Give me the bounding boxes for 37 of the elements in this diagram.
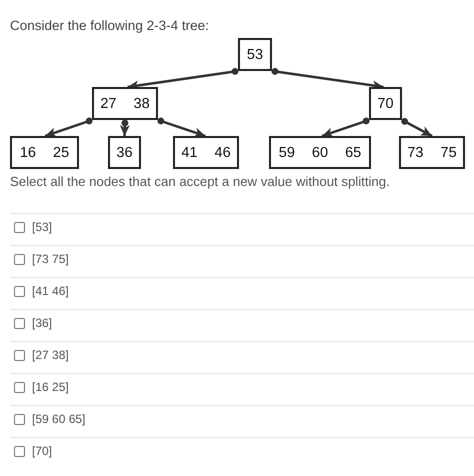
option-label: [53]	[32, 220, 52, 234]
option-label: [27 38]	[32, 348, 69, 362]
option-label: [41 46]	[32, 284, 69, 298]
option-label: [36]	[32, 316, 52, 330]
tree-node-box	[369, 87, 402, 120]
key-value: 59	[278, 144, 295, 160]
tree-node-box	[108, 136, 141, 169]
tree-node-box	[173, 136, 239, 169]
arrow	[401, 118, 433, 138]
tree-node-box	[238, 38, 272, 71]
tree-node-box	[399, 136, 465, 169]
key-value: 60	[312, 144, 328, 160]
option-label: [16 25]	[32, 380, 69, 394]
option-label: [70]	[32, 444, 52, 458]
key-value: 16	[20, 144, 36, 160]
key-value: 36	[116, 144, 133, 160]
tree-node-box	[269, 136, 371, 169]
option-label: [59 60 65]	[32, 412, 86, 426]
key-value: 75	[440, 144, 457, 160]
arrow	[120, 120, 130, 136]
key-value: 53	[246, 46, 264, 62]
key-value: 70	[377, 96, 394, 112]
key-value: 41	[181, 144, 198, 160]
arrow	[157, 118, 206, 138]
tree-node-box	[10, 136, 79, 169]
key-value: 46	[214, 144, 231, 160]
instruction-text: Select all the nodes that can accept a new value without splitting.	[10, 174, 390, 190]
key-value: 73	[407, 144, 424, 160]
arrow	[44, 118, 93, 138]
key-value: 65	[345, 144, 362, 160]
key-value: 27	[100, 96, 116, 112]
key-value: 38	[134, 96, 150, 112]
tree-node-box	[92, 87, 158, 120]
option-label: [73 75]	[32, 252, 69, 266]
arrow	[322, 118, 370, 138]
question-title: Consider the following 2-3-4 tree:	[10, 18, 209, 34]
key-value: 25	[53, 144, 70, 160]
